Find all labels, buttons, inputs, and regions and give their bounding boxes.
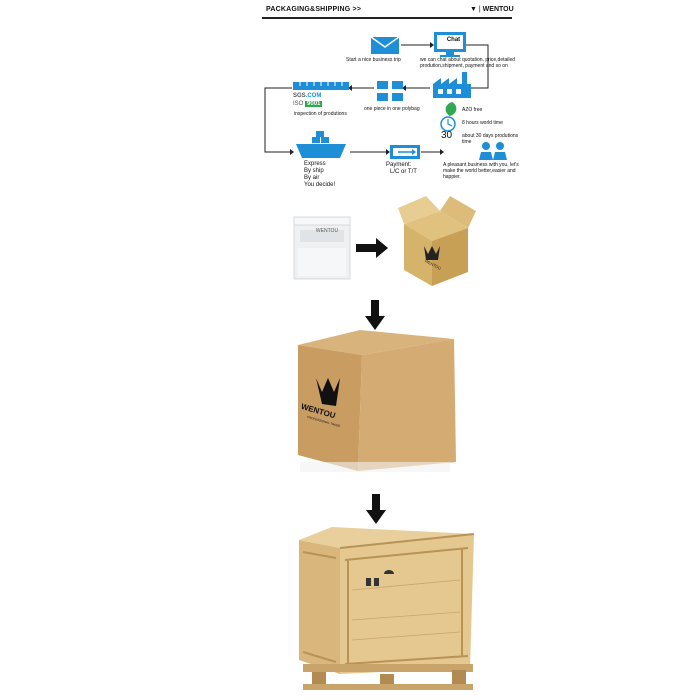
iso-badge: 9001 (305, 101, 323, 107)
azo-text: AZO free (462, 107, 483, 113)
hours-text: 8 hours world time (462, 120, 503, 126)
brand-separator: | (478, 6, 481, 13)
product-box-image (398, 196, 476, 286)
iso-text: ISO (293, 101, 304, 107)
sgs-logo: SGS.COM (293, 93, 321, 99)
chat-monitor-icon (434, 32, 466, 57)
envelope-icon (370, 36, 400, 54)
factory-icon (433, 72, 471, 98)
days-text: about 30 days produtions time (462, 133, 519, 145)
arrow-down-icon (365, 300, 385, 330)
payment-title: Payment: (386, 162, 412, 168)
arrow-right-icon (356, 238, 388, 258)
iso-logo: ISO 9001 (293, 101, 323, 107)
chat-description: we can chat about quotation, price,detai… (420, 57, 516, 69)
arrow-down-icon (366, 494, 386, 524)
sgs-com-text: .COM (305, 93, 322, 99)
days-number: 30 (441, 130, 453, 141)
shipping-option-express: Express (304, 161, 326, 167)
pleasant-business-text: A pleasant business with you, let's make… (443, 162, 519, 180)
inspection-text: inspection of produtions (294, 111, 347, 117)
carton-box-image (298, 330, 456, 472)
leaf-icon (445, 102, 457, 116)
header-divider (262, 17, 512, 19)
shipping-option-decide: You decide! (304, 182, 336, 188)
ship-icon (296, 131, 346, 158)
wooden-crate-image (299, 527, 475, 690)
header-title: PACKAGING&SHIPPING >> (266, 6, 361, 13)
polybag-brand: WENTOU (315, 228, 339, 234)
clock-icon (440, 116, 456, 132)
ruler-bar-icon (293, 82, 349, 90)
payment-methods: L/C or T/T (390, 169, 417, 175)
header-arrows: >> (352, 6, 362, 13)
payment-card-icon (390, 145, 420, 159)
shipping-options: Express By ship By air You decide! (304, 161, 364, 189)
sgs-text: SGS (293, 93, 306, 99)
flow-connectors (264, 44, 489, 153)
polybag-text: one piece in one polybag (364, 106, 420, 112)
header-title-text: PACKAGING&SHIPPING (266, 6, 351, 13)
shipping-option-ship: By ship (304, 168, 324, 174)
start-trip-text: Start a nice business trip (346, 57, 401, 63)
chat-label: Chat (446, 37, 461, 43)
header-brand: ▼ | WENTOU (470, 6, 514, 13)
people-icon (479, 142, 507, 160)
brand-logo-icon: ▼ (470, 6, 477, 13)
gift-box-icon (377, 81, 403, 101)
polybag-image (293, 216, 351, 280)
brand-name: WENTOU (482, 6, 514, 13)
payment-info: Payment: L/C or T/T (386, 162, 446, 176)
shipping-option-air: By air (304, 175, 320, 181)
